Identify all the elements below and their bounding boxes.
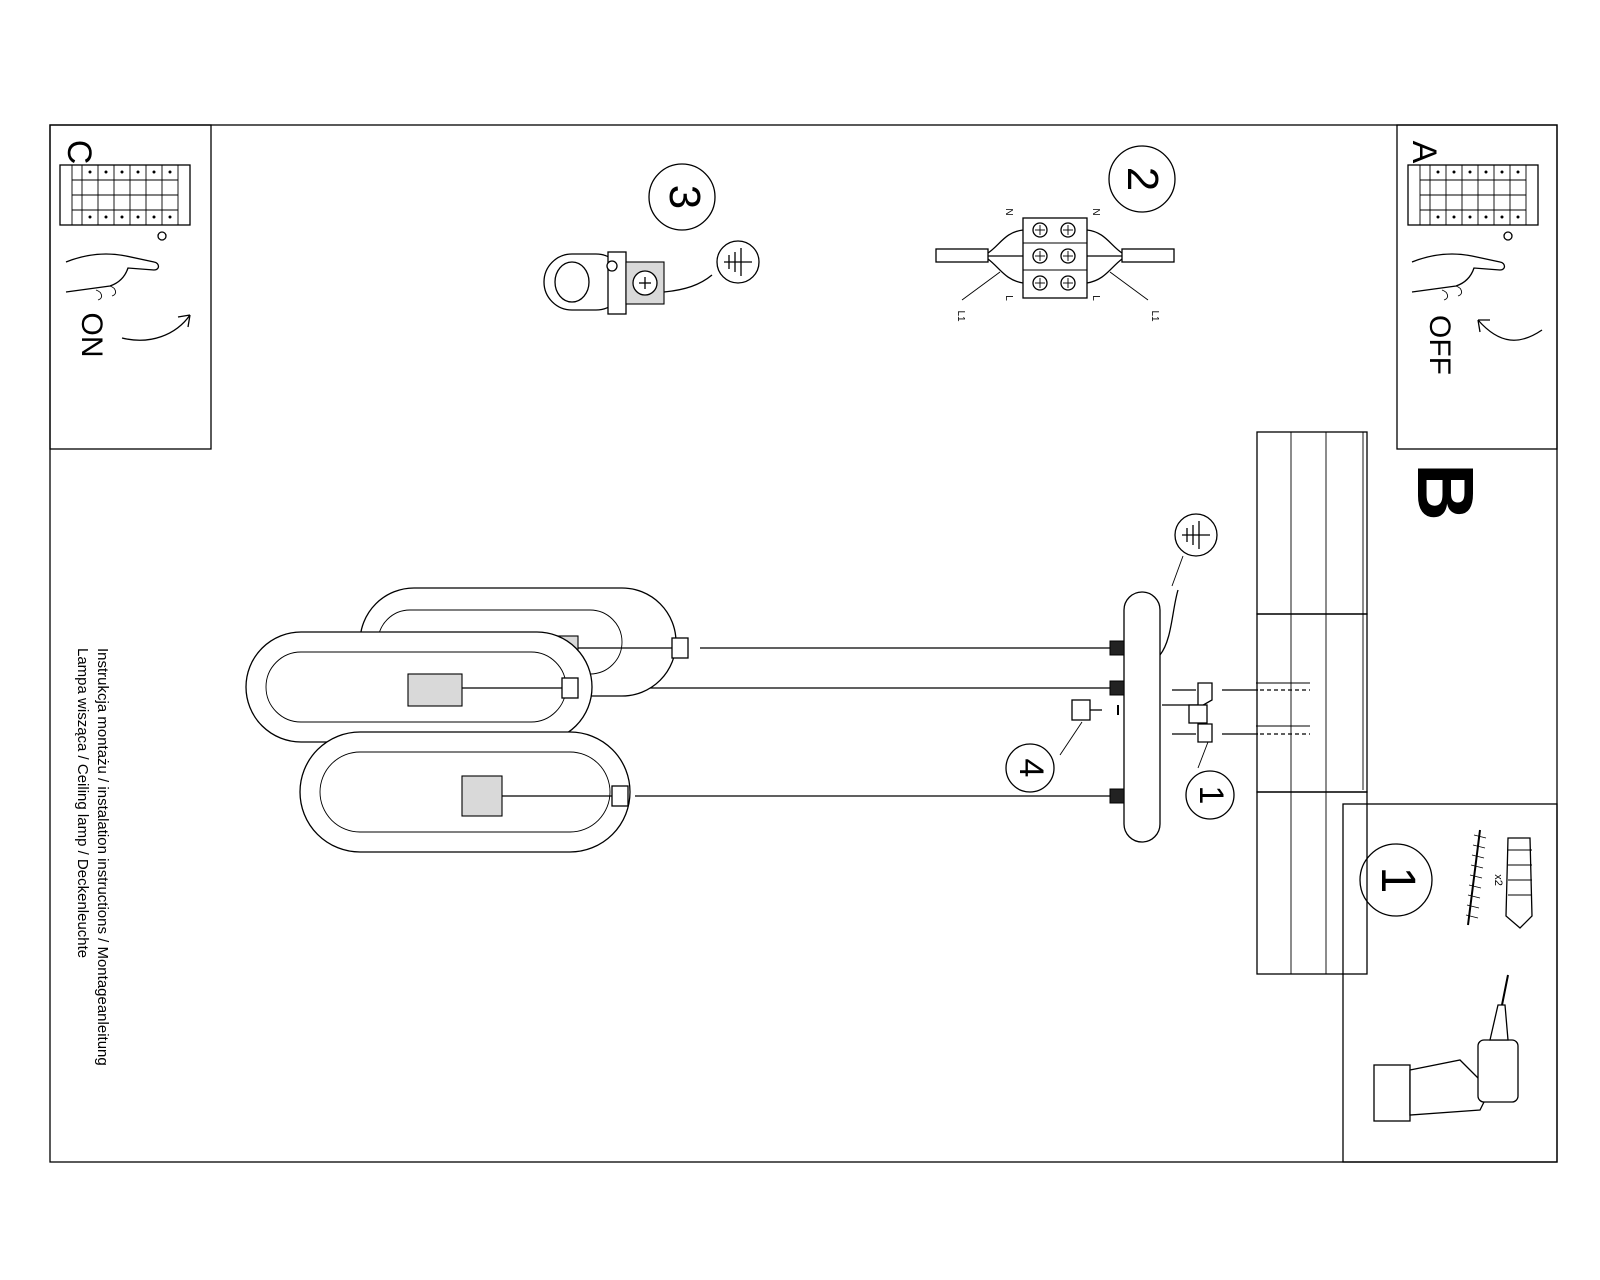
callout-1-number: 1 — [1192, 786, 1230, 805]
panel-b-letter: B — [1401, 463, 1490, 521]
mounting-bracket-icon — [1162, 682, 1213, 743]
wire-label-l-right: L — [1090, 295, 1101, 301]
wire-label-n-right: N — [1090, 208, 1101, 215]
title-line-2: Lampa wisząca / Ceiling lamp / Deckenleu… — [74, 648, 91, 958]
step-4-number: 4 — [1012, 759, 1050, 778]
drill-icon — [1373, 974, 1519, 1122]
curved-arrow-icon — [1477, 319, 1543, 341]
panel-a: A OFF — [1396, 124, 1558, 450]
step-1-marker — [1359, 843, 1433, 917]
hand-icon — [1411, 253, 1506, 301]
outer-frame — [49, 124, 1558, 1163]
hardware-quantity: x2 — [1492, 874, 1504, 886]
wire-label-n-left: N — [1003, 208, 1014, 215]
screw-icon — [1172, 689, 1310, 735]
pendant-lamp-icon — [299, 731, 631, 853]
step-4-marker — [1005, 743, 1055, 793]
panel-a-letter: A — [1405, 141, 1443, 164]
ground-symbol-icon — [1171, 513, 1218, 587]
breaker-panel-icon — [1407, 164, 1539, 226]
pendant-lamp-icon — [245, 631, 593, 743]
panel-c-label: ON — [75, 313, 108, 358]
panel-c-letter: C — [60, 140, 98, 165]
step-3-marker — [648, 163, 716, 231]
canopy-screw-icon — [1071, 699, 1119, 721]
step-3: 3 — [543, 163, 760, 315]
wire-label-l1-left: L1 — [955, 310, 966, 322]
ground-clamp-icon — [543, 251, 713, 315]
step-2: 2 N N — [935, 145, 1176, 322]
hand-icon — [65, 253, 160, 301]
callout-1-marker — [1185, 770, 1235, 820]
ceiling-canopy-icon — [1123, 589, 1179, 843]
step-2-marker — [1108, 145, 1176, 213]
step-2-number: 2 — [1118, 167, 1167, 191]
wire-label-l1-right: L1 — [1149, 310, 1160, 322]
breaker-panel-icon — [59, 164, 191, 226]
panel-step-1: 1 x2 — [1342, 803, 1558, 1163]
panel-c: C ON — [49, 124, 212, 450]
wall-plug-icon — [1505, 837, 1533, 929]
curved-arrow-icon — [121, 314, 191, 341]
step-3-number: 3 — [660, 185, 709, 209]
wire-label-l-left: L — [1003, 295, 1014, 301]
screw-icon — [1465, 829, 1487, 926]
ground-symbol-icon — [716, 240, 760, 284]
terminal-block-icon — [935, 217, 1175, 301]
ceiling-icon — [1256, 431, 1368, 975]
step-1-number: 1 — [1371, 867, 1424, 894]
panel-a-label: OFF — [1423, 315, 1456, 375]
title-line-1: Instrukcja montażu / instalation instruc… — [94, 648, 111, 1066]
